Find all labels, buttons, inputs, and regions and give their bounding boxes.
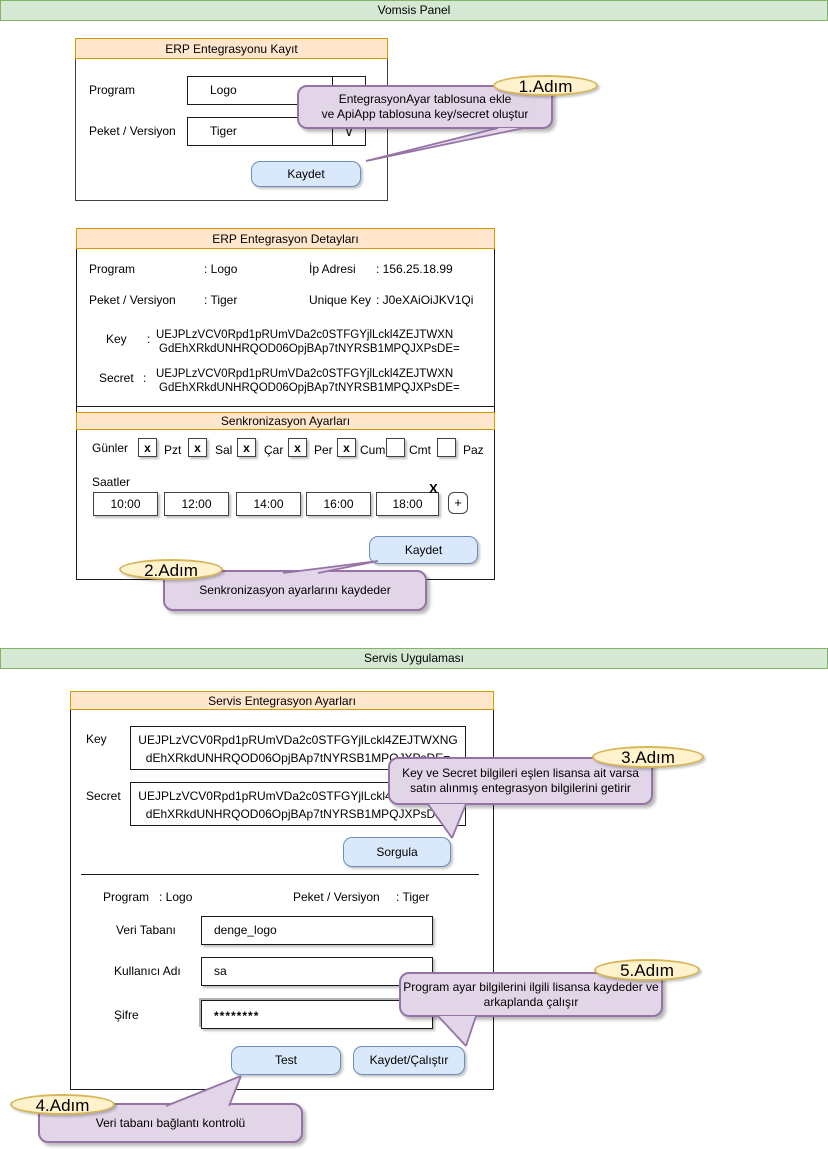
program-label: Program	[89, 83, 136, 97]
servis-paket-label: Peket / Versiyon	[293, 890, 380, 904]
sync-save-button[interactable]: Kaydet	[369, 536, 478, 564]
detay-secret-line1: UEJPLzVCV0Rpd1pRUmVDa2c0STFGYjlLckl4ZEJT…	[156, 368, 454, 380]
days-label: Günler	[92, 441, 129, 455]
step3-badge: 3.Adım	[592, 746, 704, 768]
checkbox-per[interactable]: x	[288, 438, 307, 457]
db-input[interactable]: denge_logo	[201, 916, 433, 945]
add-hour-button[interactable]: +	[448, 492, 468, 514]
hours-label: Saatler	[92, 475, 131, 489]
servis-secret-line1: UEJPLzVCV0Rpd1pRUmVDa2c0STFGYjlLckl4ZEJT…	[138, 789, 458, 803]
hour-item-1[interactable]: 10:00	[93, 492, 158, 516]
step1-callout-tail	[365, 127, 525, 162]
servis-title: Servis Entegrasyon Ayarları	[208, 694, 356, 708]
vomsis-panel-bar: Vomsis Panel	[0, 0, 828, 21]
erp-kayit-save-button[interactable]: Kaydet	[251, 161, 361, 187]
detay-ip-label: İp Adresi	[309, 262, 356, 276]
servis-box: Servis Entegrasyon Ayarları Key UEJPLzVC…	[70, 691, 494, 1090]
sorgula-button[interactable]: Sorgula	[343, 837, 451, 867]
step4-badge: 4.Adım	[10, 1094, 115, 1115]
detay-key-value: UEJPLzVCV0Rpd1pRUmVDa2c0STFGYjlLckl4ZEJT…	[156, 329, 460, 356]
erp-detay-box: ERP Entegrasyon Detayları Program : Logo…	[76, 228, 495, 580]
servis-key-line1: UEJPLzVCV0Rpd1pRUmVDa2c0STFGYjlLckl4ZEJT…	[138, 733, 458, 747]
detay-secret-colon: :	[143, 371, 147, 385]
day-label-cum: Cum	[360, 443, 386, 457]
step2-badge: 2.Adım	[119, 559, 223, 580]
user-input[interactable]: sa	[201, 957, 433, 986]
checkbox-cmt[interactable]	[386, 438, 405, 457]
servis-key-input[interactable]: UEJPLzVCV0Rpd1pRUmVDa2c0STFGYjlLckl4ZEJT…	[130, 726, 466, 770]
detay-unique-label: Unique Key	[309, 293, 372, 307]
servis-program-value: : Logo	[159, 890, 193, 904]
step5-callout: Program ayar bilgilerini ilgili lisansa …	[399, 972, 663, 1017]
detay-unique-value: : J0eXAiOiJKV1Qi	[376, 293, 474, 307]
detay-secret-value: UEJPLzVCV0Rpd1pRUmVDa2c0STFGYjlLckl4ZEJT…	[156, 368, 460, 395]
step4-text-line1: Veri tabanı bağlantı kontrolü	[95, 1115, 246, 1130]
hour-item-3[interactable]: 14:00	[236, 492, 301, 516]
db-label: Veri Tabanı	[116, 923, 176, 937]
test-button[interactable]: Test	[231, 1046, 341, 1075]
detay-secret-line2: GdEhXRkdUNHRQOD06OpjBAp7tNYRSB1MPQJXPsDE…	[159, 381, 460, 394]
servis-panel-title: Servis Uygulaması	[363, 651, 465, 665]
run-save-button[interactable]: Kaydet/Çalıştır	[353, 1046, 465, 1075]
step5-badge: 5.Adım	[594, 959, 700, 981]
checkbox-paz[interactable]	[437, 438, 456, 457]
erp-kayit-title: ERP Entegrasyonu Kayıt	[165, 42, 298, 56]
day-label-cmt: Cmt	[409, 443, 431, 457]
password-label: Şifre	[114, 1008, 139, 1022]
sync-title: Senkronizasyon Ayarları	[220, 414, 351, 428]
step5-text-line1: Program ayar bilgilerini ilgili lisansa …	[403, 979, 659, 994]
step3-text-line2: satın alınmış entegrasyon bilgilerini ge…	[410, 781, 631, 795]
erp-detay-header: ERP Entegrasyon Detayları	[76, 228, 495, 249]
hour-item-2[interactable]: 12:00	[164, 492, 229, 516]
step5-text-line2: arkaplanda çalışır	[483, 994, 579, 1009]
detay-program-value: : Logo	[204, 262, 238, 276]
detay-secret-label: Secret	[99, 371, 134, 385]
user-label: Kullanıcı Adı	[114, 964, 181, 978]
sync-header: Senkronizasyon Ayarları	[76, 412, 495, 430]
erp-detay-title: ERP Entegrasyon Detayları	[212, 232, 359, 246]
servis-divider	[81, 874, 479, 875]
servis-key-label: Key	[86, 732, 107, 746]
delete-hour-icon[interactable]: X	[429, 481, 438, 496]
paket-select-value: Tiger	[210, 124, 237, 138]
day-label-pzt: Pzt	[164, 443, 182, 457]
detay-key-line1: UEJPLzVCV0Rpd1pRUmVDa2c0STFGYjlLckl4ZEJT…	[156, 329, 454, 341]
section-divider	[77, 406, 494, 407]
checkbox-pzt[interactable]: x	[138, 438, 157, 457]
detay-ip-value: : 156.25.18.99	[376, 262, 453, 276]
erp-kayit-header: ERP Entegrasyonu Kayıt	[75, 38, 388, 59]
paket-label: Peket / Versiyon	[89, 124, 176, 138]
day-label-car: Çar	[264, 443, 284, 457]
day-label-per: Per	[314, 443, 333, 457]
step3-text-line1: Key ve Secret bilgileri eşlen lisansa ai…	[402, 766, 639, 780]
servis-key-line2: dEhXRkdUNHRQOD06OpjBAp7tNYRSB1MPQJXPsDE=	[145, 751, 451, 765]
detay-key-line2: GdEhXRkdUNHRQOD06OpjBAp7tNYRSB1MPQJXPsDE…	[159, 342, 460, 355]
servis-program-label: Program	[103, 890, 150, 904]
step2-text-line1: Senkronizasyon ayarlarını kaydeder	[199, 583, 391, 597]
detay-paket-value: : Tiger	[204, 293, 238, 307]
checkbox-car[interactable]: x	[237, 438, 256, 457]
servis-secret-label: Secret	[86, 789, 121, 803]
program-select-value: Logo	[210, 83, 237, 97]
checkbox-sal[interactable]: x	[188, 438, 207, 457]
day-label-paz: Paz	[463, 443, 484, 457]
day-label-sal: Sal	[215, 443, 233, 457]
checkbox-cum[interactable]: x	[337, 438, 356, 457]
step1-text-line1: EntegrasyonAyar tablosuna ekle	[338, 92, 512, 106]
chevron-down-icon: ∨	[343, 123, 355, 139]
hour-item-4[interactable]: 16:00	[306, 492, 371, 516]
detay-key-label: Key	[106, 332, 127, 346]
detay-program-label: Program	[89, 262, 136, 276]
step1-text-line2: ve ApiApp tablosuna key/secret oluştur	[321, 107, 529, 121]
detay-key-colon: :	[147, 332, 151, 346]
servis-header: Servis Entegrasyon Ayarları	[70, 691, 494, 710]
servis-secret-line2: dEhXRkdUNHRQOD06OpjBAp7tNYRSB1MPQJXPsDE=	[145, 807, 451, 821]
servis-panel-bar: Servis Uygulaması	[0, 648, 828, 669]
detay-paket-label: Peket / Versiyon	[89, 293, 176, 307]
vomsis-panel-title: Vomsis Panel	[377, 3, 451, 17]
step1-badge: 1.Adım	[493, 75, 598, 96]
servis-paket-value: : Tiger	[396, 890, 430, 904]
password-input[interactable]: ********	[201, 1000, 433, 1029]
hour-item-5[interactable]: 18:00	[376, 492, 439, 516]
